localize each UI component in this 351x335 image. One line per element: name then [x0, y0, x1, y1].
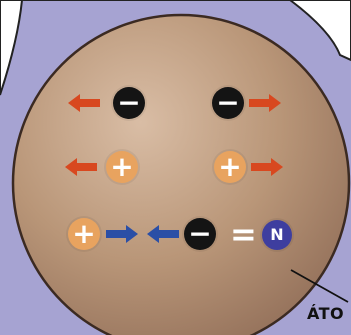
electron-symbol: −	[216, 86, 240, 119]
electron-combining: −	[184, 218, 216, 250]
electron-symbol: −	[117, 86, 141, 119]
proton-symbol: +	[218, 150, 242, 183]
electron-symbol: −	[188, 217, 212, 250]
proton-right: +	[214, 151, 246, 183]
right-arrow-icon	[251, 158, 283, 176]
proton-symbol: +	[110, 150, 134, 183]
proton-symbol: +	[72, 217, 96, 250]
proton-combining: +	[68, 218, 100, 250]
electron-right: −	[212, 87, 244, 119]
left-arrow-icon	[147, 225, 179, 243]
proton-left: +	[106, 151, 138, 183]
speech-bubble-right	[0, 0, 351, 62]
right-arrow-icon	[106, 225, 138, 243]
speech-bubble-left	[0, 0, 24, 96]
caption-pointer-line	[290, 269, 349, 303]
atom-sphere	[11, 13, 351, 335]
atom-caption: ÁTO	[307, 304, 345, 323]
neutron-symbol: N	[270, 225, 284, 244]
neutron: N	[262, 220, 292, 250]
electron-left: −	[113, 87, 145, 119]
right-arrow-icon	[249, 94, 281, 112]
left-arrow-icon	[68, 94, 100, 112]
equals-sign: =	[230, 215, 257, 253]
left-arrow-icon	[65, 158, 97, 176]
